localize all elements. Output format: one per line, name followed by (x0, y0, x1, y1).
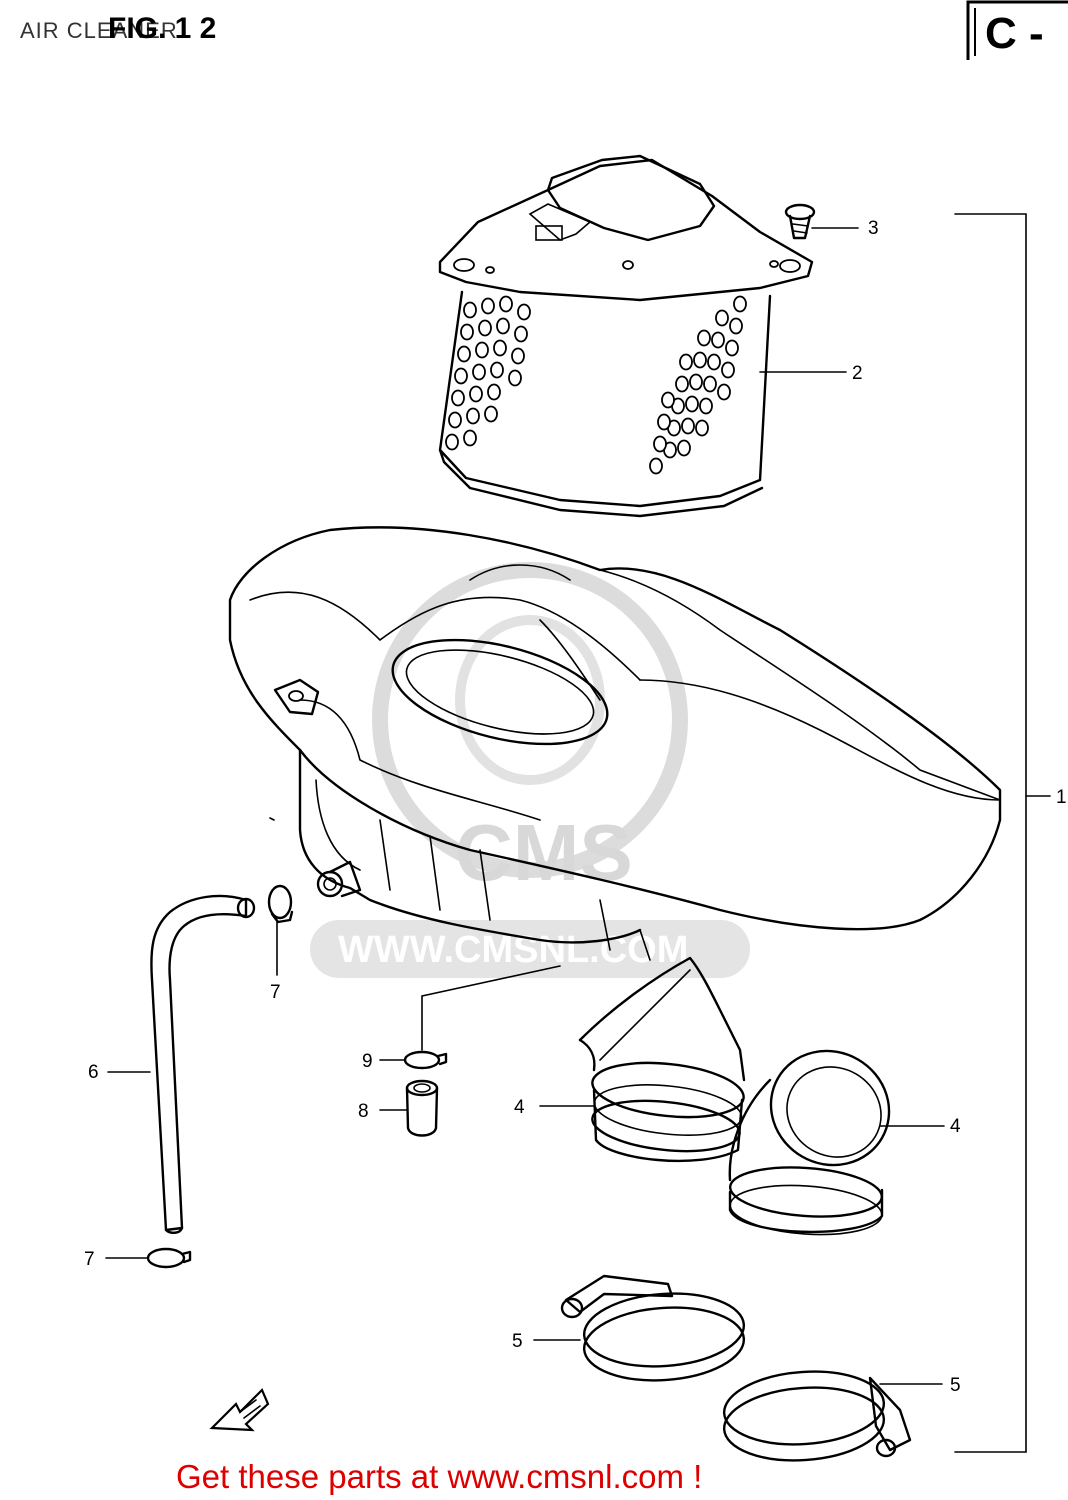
filter-hole (478, 319, 492, 337)
filter-hole (675, 375, 689, 393)
screw-part (784, 203, 816, 240)
filter-holes-right (649, 295, 747, 475)
plug-clip-part (403, 1050, 448, 1070)
filter-hole (733, 295, 747, 313)
watermark: CMS WWW.CMSNL.COM (310, 562, 750, 978)
filter-hole (475, 341, 489, 359)
filter-hole (484, 405, 498, 423)
hose-clip-lower-part (146, 1247, 192, 1269)
filter-hole (693, 351, 707, 369)
assembly-bracket (954, 213, 1027, 1453)
filter-holes-left (445, 295, 531, 451)
filter-hole (469, 385, 483, 403)
intake-boot-left-part (578, 956, 746, 1163)
filter-hole (445, 433, 459, 451)
clamp-lower-part (722, 1370, 912, 1462)
intake-boot-right-part (728, 1049, 891, 1236)
filter-hole (457, 345, 471, 363)
filter-hole (517, 303, 531, 321)
filter-hole (472, 363, 486, 381)
filter-hole (511, 347, 525, 365)
filter-hole (681, 417, 695, 435)
filter-hole (711, 331, 725, 349)
filter-hole (653, 435, 667, 453)
filter-hole (715, 309, 729, 327)
front-direction-arrow (209, 1388, 270, 1432)
callout-6: 6 (88, 1062, 99, 1083)
section-tab: C - (966, 0, 1068, 60)
watermark-face (455, 615, 605, 785)
filter-hole (725, 339, 739, 357)
callout-9: 9 (362, 1051, 373, 1072)
filter-hole (493, 339, 507, 357)
footer-link-text[interactable]: Get these parts at www.cmsnl.com ! (176, 1458, 702, 1495)
callout-5-lower: 5 (950, 1375, 961, 1396)
air-cleaner-box-part (228, 526, 1002, 961)
filter-hole (661, 391, 675, 409)
filter-hole (490, 361, 504, 379)
filter-hole (499, 295, 513, 313)
filter-hole (699, 397, 713, 415)
section-tab-label: C - (985, 9, 1044, 58)
filter-hole (685, 395, 699, 413)
clamp-upper-part (560, 1274, 746, 1382)
filter-hole (448, 411, 462, 429)
diagram-subtitle: AIR CLEANER (20, 18, 178, 43)
filter-hole (703, 375, 717, 393)
filter-hole (721, 361, 735, 379)
filter-hole (463, 429, 477, 447)
filter-hole (649, 457, 663, 475)
filter-hole (451, 389, 465, 407)
watermark-url-pill (310, 920, 750, 978)
filter-hole (454, 367, 468, 385)
callout-3: 3 (868, 218, 879, 239)
filter-hole (657, 413, 671, 431)
filter-hole (707, 353, 721, 371)
filter-hole (466, 407, 480, 425)
filter-hole (487, 383, 501, 401)
filter-hole (508, 369, 522, 387)
filter-hole (717, 383, 731, 401)
leader-lines (105, 227, 945, 1385)
drain-hose-part (150, 894, 256, 1234)
filter-element-part (438, 154, 814, 518)
filter-hole (677, 439, 691, 457)
filter-hole (679, 353, 693, 371)
hose-clip-upper-part (267, 884, 294, 924)
callout-7-lower: 7 (84, 1249, 95, 1270)
callout-7-upper: 7 (270, 982, 281, 1003)
filter-hole (460, 323, 474, 341)
filter-hole (481, 297, 495, 315)
watermark-ring (372, 562, 688, 878)
figure-number: FIG. 1 2 (108, 12, 216, 45)
filter-hole (695, 419, 709, 437)
filter-hole (697, 329, 711, 347)
filter-hole (514, 325, 528, 343)
filter-hole (463, 301, 477, 319)
filter-hole (729, 317, 743, 335)
drain-plug-part (405, 1079, 439, 1137)
callout-4-left: 4 (514, 1097, 525, 1118)
callout-5-upper: 5 (512, 1331, 523, 1352)
callout-4-right: 4 (950, 1116, 961, 1137)
callout-8: 8 (358, 1101, 369, 1122)
filter-hole (496, 317, 510, 335)
callout-1: 1 (1056, 787, 1067, 808)
filter-hole (689, 373, 703, 391)
callout-2: 2 (852, 363, 863, 384)
